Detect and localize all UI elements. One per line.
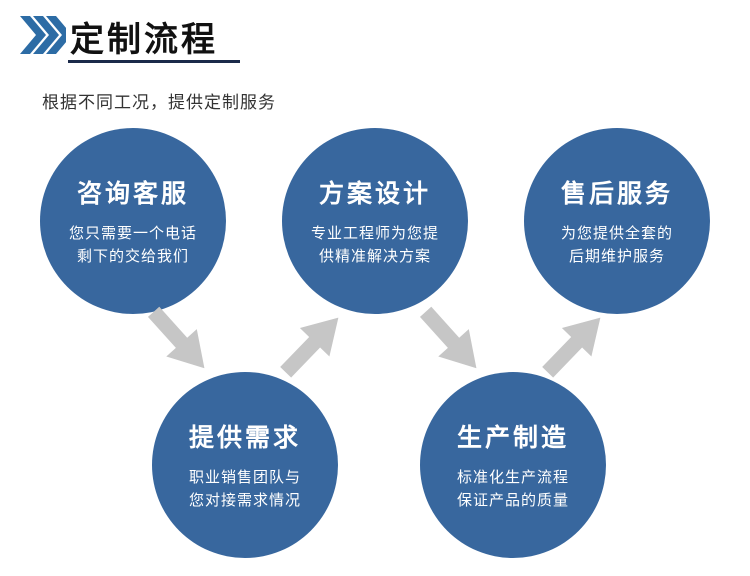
step-desc: 专业工程师为您提 供精准解决方案 [310,223,439,265]
flow-arrow-down-icon [419,306,477,369]
step-circle-requirements: 提供需求 职业销售团队与 您对接需求情况 [152,372,338,558]
flow-arrow-down-icon [147,306,205,369]
title-underline [68,60,240,63]
step-desc: 职业销售团队与 您对接需求情况 [188,467,301,509]
step-title: 方案设计 [318,178,431,208]
flow-arrow-up-icon [280,317,339,378]
step-title: 生产制造 [456,422,569,452]
step-desc: 您只需要一个电话 剩下的交给我们 [68,223,197,265]
step-desc: 标准化生产流程 保证产品的质量 [456,467,569,509]
section-header: 定制流程 根据不同工况，提供定制服务 [0,0,750,113]
step-circle-design: 方案设计 专业工程师为您提 供精准解决方案 [282,128,468,314]
step-title: 售后服务 [560,178,673,208]
step-title: 咨询客服 [76,178,189,208]
step-circle-aftersales: 售后服务 为您提供全套的 后期维护服务 [524,128,710,314]
step-circle-manufacturing: 生产制造 标准化生产流程 保证产品的质量 [420,372,606,558]
page-subtitle: 根据不同工况，提供定制服务 [42,93,276,113]
triple-chevron-icon [20,16,66,54]
step-circle-consult: 咨询客服 您只需要一个电话 剩下的交给我们 [40,128,226,314]
flow-arrow-up-icon [542,317,601,378]
step-title: 提供需求 [188,422,301,452]
step-desc: 为您提供全套的 后期维护服务 [560,223,673,265]
page-title: 定制流程 [70,20,218,60]
